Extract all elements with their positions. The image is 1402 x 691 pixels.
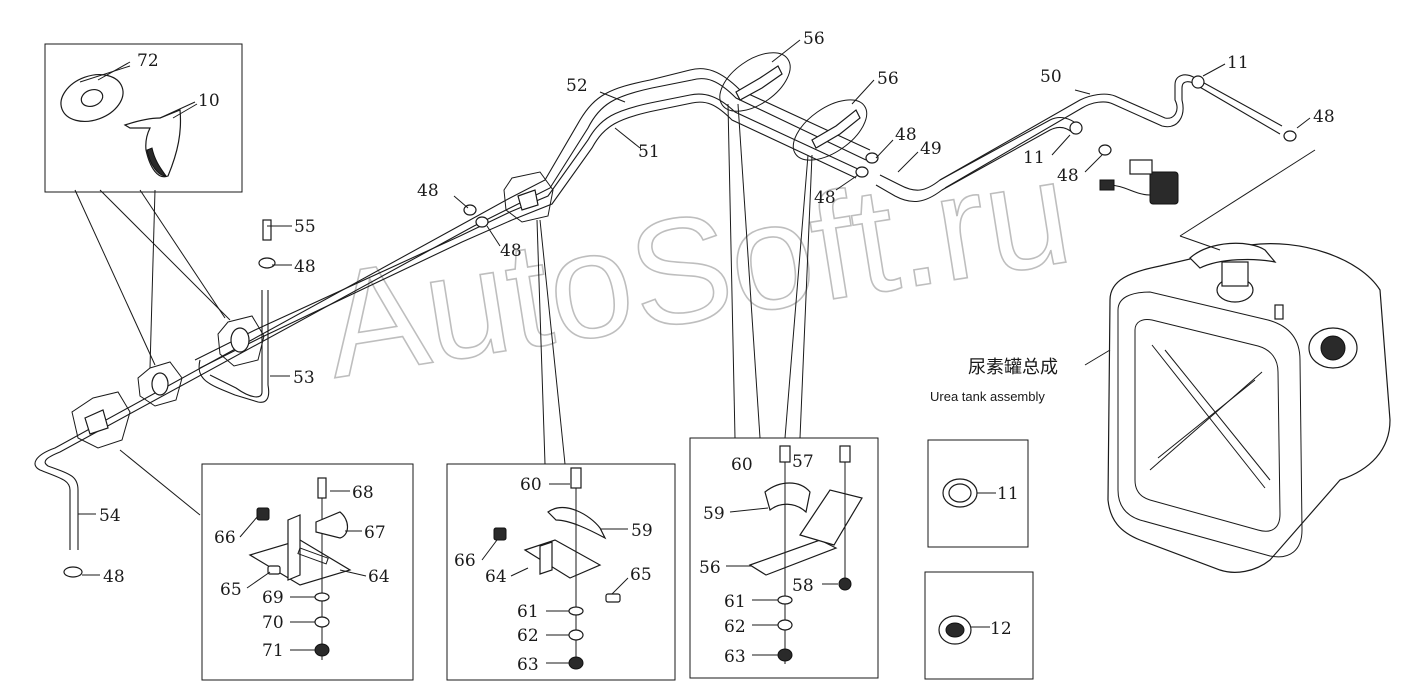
- callout-12: 12: [990, 619, 1012, 639]
- callout-61: 61: [517, 602, 539, 622]
- callout-56: 56: [699, 558, 721, 578]
- callout-48: 48: [417, 181, 439, 201]
- watermark-text: AutoSoft.ru: [313, 126, 1080, 409]
- callout-48: 48: [103, 567, 125, 587]
- caption-english: Urea tank assembly: [930, 389, 1045, 404]
- pipe-assembly: [34, 68, 1283, 550]
- callout-70: 70: [262, 613, 284, 633]
- callout-59: 59: [631, 521, 653, 541]
- callout-65: 65: [220, 580, 242, 600]
- callout-51: 51: [638, 142, 660, 162]
- callout-65: 65: [630, 565, 652, 585]
- callout-63: 63: [724, 647, 746, 667]
- detail-box-clamp-b: [446, 463, 676, 681]
- callout-66: 66: [214, 528, 236, 548]
- callout-71: 71: [262, 641, 284, 661]
- urea-tank: [1107, 242, 1391, 573]
- detail-box-hook: [44, 43, 243, 193]
- callout-48: 48: [1057, 166, 1079, 186]
- callout-54: 54: [99, 506, 121, 526]
- callout-60: 60: [520, 475, 542, 495]
- callout-72: 72: [137, 51, 159, 71]
- callout-50: 50: [1040, 67, 1062, 87]
- callout-labels: 72 10 55 48 53 54 48 52 51 48 48 56 56 4…: [99, 29, 1335, 675]
- callout-60: 60: [731, 455, 753, 475]
- callout-48: 48: [895, 125, 917, 145]
- callout-59: 59: [703, 504, 725, 524]
- caption-chinese: 尿素罐总成: [968, 357, 1058, 378]
- callout-69: 69: [262, 588, 284, 608]
- callout-52: 52: [566, 76, 588, 96]
- detail-box-seal: [927, 439, 1029, 548]
- callout-48: 48: [814, 188, 836, 208]
- callout-67: 67: [364, 523, 386, 543]
- callout-62: 62: [724, 617, 746, 637]
- callout-64: 64: [368, 567, 390, 587]
- detail-box-bracket: [689, 437, 879, 679]
- callout-57: 57: [792, 452, 814, 472]
- leader-lines: [74, 39, 1316, 576]
- callout-58: 58: [792, 576, 814, 596]
- detail-box-plug: [924, 571, 1034, 680]
- callout-56: 56: [803, 29, 825, 49]
- callout-10: 10: [198, 91, 220, 111]
- callout-56: 56: [877, 69, 899, 89]
- callout-48: 48: [294, 257, 316, 277]
- callout-55: 55: [294, 217, 316, 237]
- callout-53: 53: [293, 368, 315, 388]
- detail-box-clamp-a: [201, 463, 414, 681]
- callout-11: 11: [997, 484, 1019, 504]
- callout-48: 48: [1313, 107, 1335, 127]
- callout-48: 48: [500, 241, 522, 261]
- callout-63: 63: [517, 655, 539, 675]
- callout-11: 11: [1023, 148, 1045, 168]
- callout-62: 62: [517, 626, 539, 646]
- sensor-connector: [1099, 159, 1179, 205]
- callout-61: 61: [724, 592, 746, 612]
- callout-64: 64: [485, 567, 507, 587]
- callout-49: 49: [920, 139, 942, 159]
- callout-68: 68: [352, 483, 374, 503]
- callout-11: 11: [1227, 53, 1249, 73]
- callout-66: 66: [454, 551, 476, 571]
